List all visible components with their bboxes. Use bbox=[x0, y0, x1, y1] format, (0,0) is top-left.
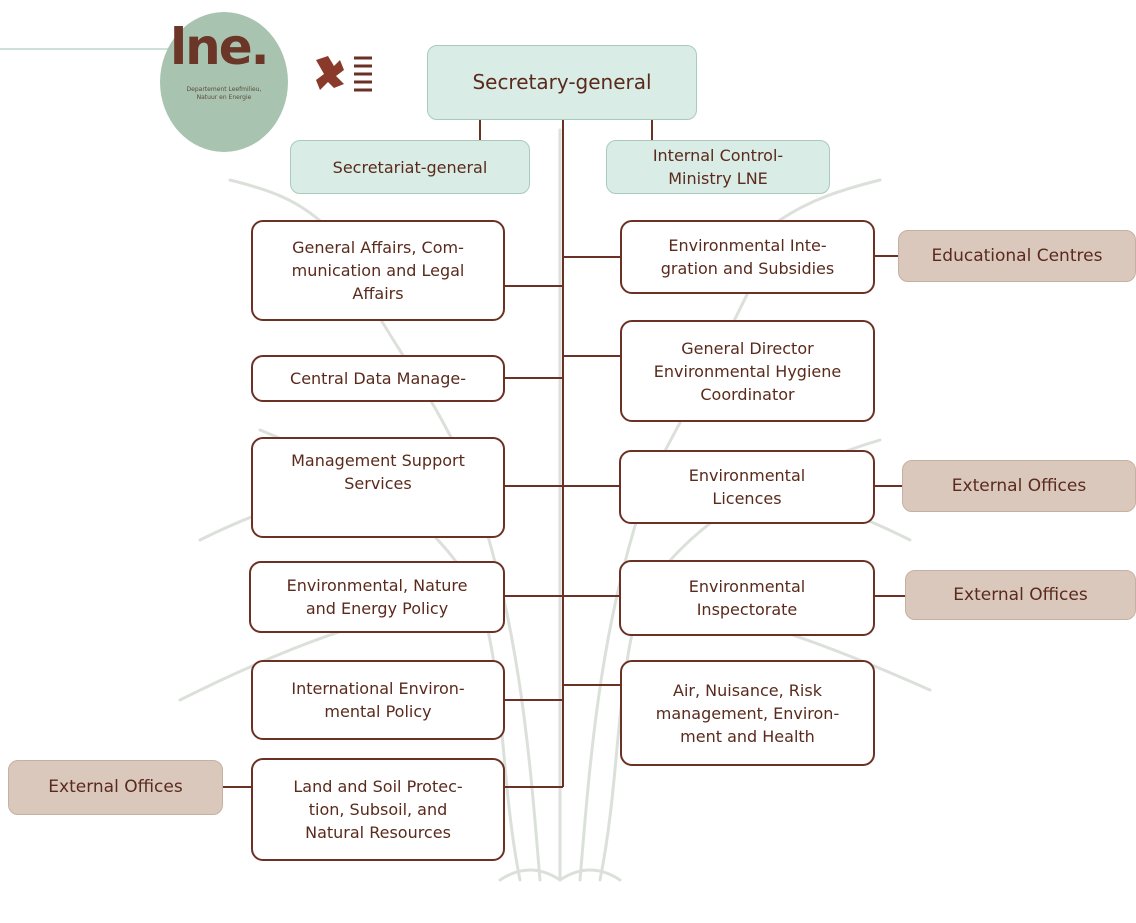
dept-label: Environmental Inspectorate bbox=[688, 577, 806, 619]
secretary-general-box: Secretary-general bbox=[427, 45, 697, 120]
flemish-lion-icon bbox=[316, 56, 372, 92]
dept-international-environmental-policy: International Environ- mental Policy bbox=[251, 660, 505, 740]
external-offices-land-box: External Offices bbox=[8, 760, 223, 815]
secretary-general-label: Secretary-general bbox=[472, 70, 652, 94]
office-label: External Offices bbox=[953, 584, 1088, 605]
external-offices-licences-box: External Offices bbox=[902, 460, 1136, 512]
dept-label: Environmental, Nature and Energy Policy bbox=[286, 576, 468, 618]
lne-logo bbox=[160, 12, 288, 152]
dept-label: Air, Nuisance, Risk management, Environ-… bbox=[655, 680, 840, 746]
secretariat-general-label: Secretariat-general bbox=[332, 157, 488, 177]
dept-environmental-licences: Environmental Licences bbox=[619, 450, 875, 524]
dept-label: Central Data Manage- bbox=[290, 369, 466, 388]
dept-label: General Director Environmental Hygiene C… bbox=[653, 338, 842, 404]
header-line bbox=[0, 48, 180, 50]
logo-wordmark: lne. bbox=[170, 18, 270, 76]
dept-environmental-nature-energy-policy: Environmental, Nature and Energy Policy bbox=[249, 561, 505, 633]
dept-general-director: General Director Environmental Hygiene C… bbox=[620, 320, 875, 422]
internal-control-label: Internal Control- Ministry LNE bbox=[652, 146, 784, 188]
logo-subtitle: Departement Leefmilieu, Natuur en Energi… bbox=[186, 86, 262, 101]
dept-label: International Environ- mental Policy bbox=[291, 679, 465, 721]
dept-environmental-integration: Environmental Inte- gration and Subsidie… bbox=[620, 220, 875, 294]
secretariat-general-box: Secretariat-general bbox=[290, 140, 530, 194]
dept-air-nuisance-risk: Air, Nuisance, Risk management, Environ-… bbox=[620, 660, 875, 766]
office-label: External Offices bbox=[48, 777, 183, 797]
dept-label: Environmental Licences bbox=[688, 466, 806, 508]
dept-management-support: Management Support Services bbox=[251, 437, 505, 538]
office-label: External Offices bbox=[951, 475, 1087, 496]
dept-environmental-inspectorate: Environmental Inspectorate bbox=[619, 560, 875, 636]
external-offices-inspectorate-box: External Offices bbox=[905, 570, 1136, 620]
dept-land-and-soil-protection: Land and Soil Protec- tion, Subsoil, and… bbox=[251, 758, 505, 861]
dept-label: Land and Soil Protec- tion, Subsoil, and… bbox=[293, 777, 463, 842]
dept-central-data-management: Central Data Manage- bbox=[251, 355, 505, 402]
dept-general-affairs: General Affairs, Com- munication and Leg… bbox=[251, 220, 505, 321]
dept-label: General Affairs, Com- munication and Leg… bbox=[291, 238, 465, 303]
internal-control-box: Internal Control- Ministry LNE bbox=[606, 140, 830, 194]
dept-label: Environmental Inte- gration and Subsidie… bbox=[660, 236, 835, 278]
office-label: Educational Centres bbox=[931, 245, 1103, 266]
dept-label: Management Support Services bbox=[291, 451, 465, 493]
educational-centres-box: Educational Centres bbox=[898, 230, 1136, 282]
